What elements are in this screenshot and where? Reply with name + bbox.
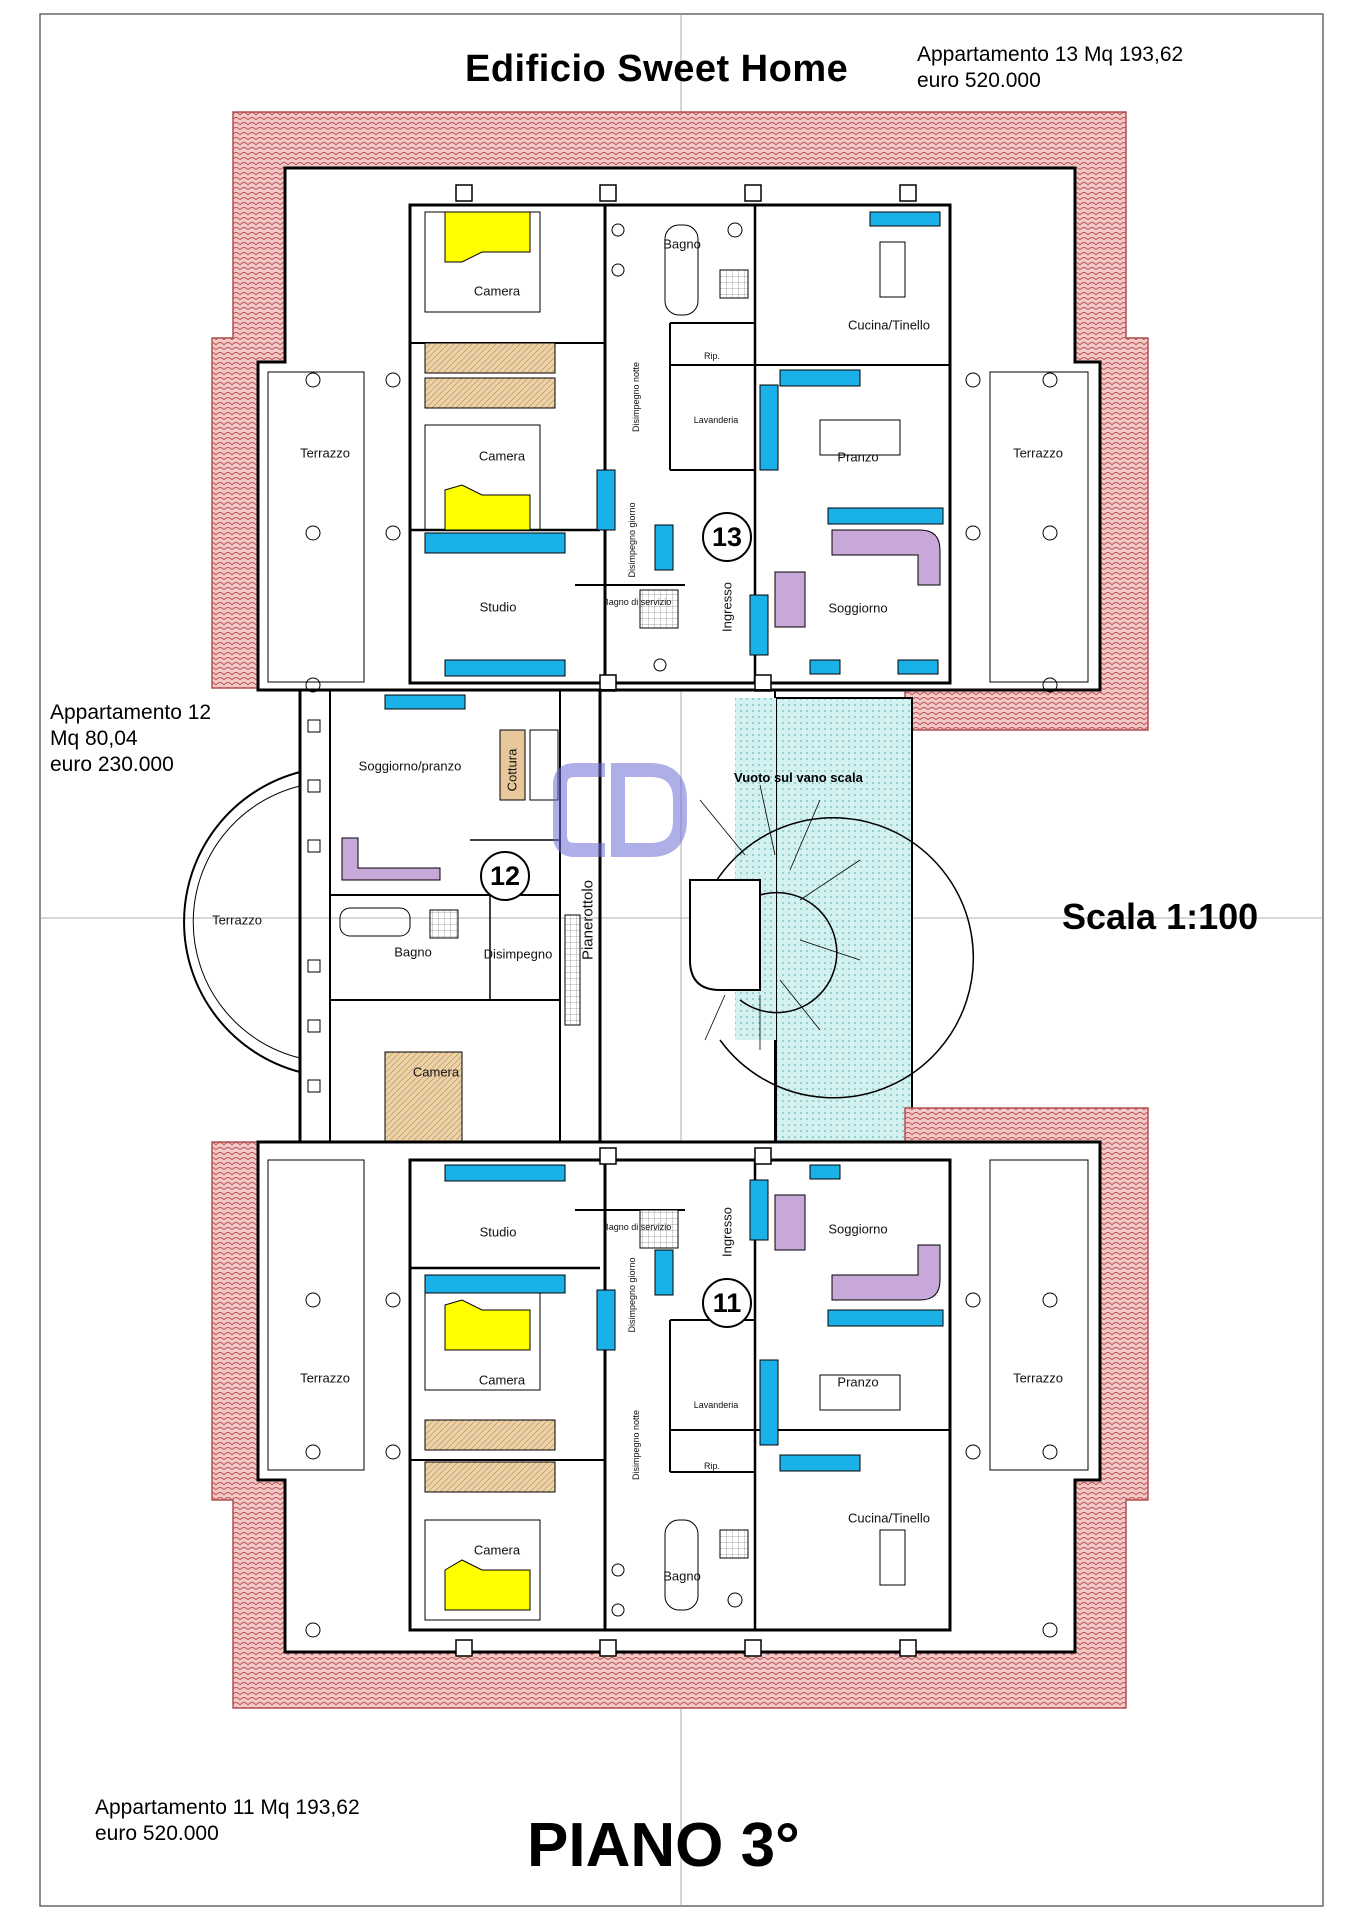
room-label-ingresso: Ingresso (719, 582, 735, 632)
room-label-terrazzo: Terrazzo (300, 445, 350, 461)
apartment-number-11: 11 (702, 1278, 752, 1328)
building-title: Edificio Sweet Home (465, 48, 849, 90)
shelf-blue (424, 532, 566, 554)
room-label-disimpegno-notte: Disimpegno notte (631, 1409, 641, 1481)
apartment-13-block (211, 111, 1149, 731)
room-label-studio: Studio (479, 1224, 517, 1240)
apartment-number-13: 13 (702, 512, 752, 562)
apartment-13-info: Appartamento 13 Mq 193,62 euro 520.000 (917, 42, 1183, 94)
terrace-right-top (989, 371, 1089, 683)
room-label-cucina-tinello: Cucina/Tinello (848, 1510, 930, 1526)
room-label-camera: Camera (478, 448, 526, 464)
floor-outline-bottom (256, 1140, 1102, 1654)
room-label-disimpegno-giorno: Disimpegno giorno (627, 502, 637, 578)
sofa-middle (341, 837, 441, 881)
terrace-left-top (267, 371, 365, 683)
stair-void-label: Vuoto sul vano scala (734, 770, 863, 785)
room-label-bagno: Bagno (663, 236, 701, 252)
room-label-bagno-servizio: Bagno di servizio (602, 597, 672, 607)
apartment-12-info: Appartamento 12 Mq 80,04 euro 230.000 (50, 700, 211, 778)
apt11-walls (408, 1158, 952, 1632)
room-label-camera: Camera (478, 1372, 526, 1388)
apartment-11-info: Appartamento 11 Mq 193,62 euro 520.000 (95, 1795, 360, 1847)
sofa-bottom (831, 1244, 941, 1301)
room-label-camera: Camera (473, 283, 521, 299)
room-label-terrazzo: Terrazzo (1013, 1370, 1063, 1386)
apartment-12-name: Appartamento 12 (50, 701, 212, 724)
room-label-terrazzo: Terrazzo (300, 1370, 350, 1386)
round-terrace (183, 771, 301, 1073)
floor-label: PIANO 3° (527, 1811, 800, 1880)
watermark-logo (553, 763, 687, 857)
room-label-soggiorno-pranzo: Soggiorno/pranzo (358, 758, 462, 774)
apartment-11-block (211, 1107, 1149, 1709)
apartment-13-area: Appartamento 13 Mq 193,62 (917, 43, 1184, 66)
apartment-13-price: euro 520.000 (917, 69, 1041, 92)
room-label-disimpegno: Disimpegno (483, 946, 553, 962)
bed-bottom-1 (444, 1299, 531, 1351)
room-label-camera: Camera (473, 1542, 521, 1558)
room-label-ingresso: Ingresso (719, 1207, 735, 1257)
bathtub-top (664, 224, 699, 316)
room-label-bagno: Bagno (663, 1568, 701, 1584)
room-label-terrazzo: Terrazzo (1013, 445, 1063, 461)
room-label-camera: Camera (412, 1064, 460, 1080)
wardrobe-top-1 (424, 342, 556, 374)
room-label-studio: Studio (479, 599, 517, 615)
wardrobe-top-2 (424, 377, 556, 409)
room-label-bagno: Bagno (394, 944, 432, 960)
apartment-12-block (183, 688, 975, 1144)
apt13-walls (408, 203, 952, 685)
room-label-bagno-servizio: Bagno di servizio (602, 1222, 672, 1232)
room-label-disimpegno-notte: Disimpegno notte (631, 361, 641, 433)
floor-outline-top (256, 166, 1102, 692)
room-label-terrazzo: Terrazzo (212, 912, 262, 928)
room-label-pianerottolo: Pianerottolo (579, 879, 597, 961)
room-label-soggiorno: Soggiorno (828, 1221, 888, 1237)
dining-table-top (819, 419, 901, 456)
room-label-rip: Rip. (703, 351, 721, 361)
apartment-12-price: euro 230.000 (50, 753, 174, 776)
room-label-pranzo: Pranzo (837, 1374, 879, 1390)
stair-void (775, 697, 913, 1143)
sofa-top (831, 529, 941, 586)
apartment-11-area: Appartamento 11 Mq 193,62 (95, 1796, 360, 1819)
room-label-pranzo: Pranzo (837, 449, 879, 465)
room-label-lavanderia: Lavanderia (693, 1400, 739, 1410)
room-label-cucina-tinello: Cucina/Tinello (848, 317, 930, 333)
bed-bottom-2 (444, 1559, 531, 1611)
spiral-stair (699, 817, 975, 1099)
apartment-number-12: 12 (480, 851, 530, 901)
room-label-disimpegno-giorno: Disimpegno giorno (627, 1257, 637, 1333)
apartment-12-area: Mq 80,04 (50, 727, 138, 750)
room-label-cottura: Cottura (504, 748, 520, 792)
room-label-soggiorno: Soggiorno (828, 600, 888, 616)
room-label-rip: Rip. (703, 1461, 721, 1471)
room-label-lavanderia: Lavanderia (693, 415, 739, 425)
scale-label: Scala 1:100 (1062, 896, 1259, 937)
page-frame (39, 13, 1324, 1907)
apartment-11-price: euro 520.000 (95, 1822, 219, 1845)
